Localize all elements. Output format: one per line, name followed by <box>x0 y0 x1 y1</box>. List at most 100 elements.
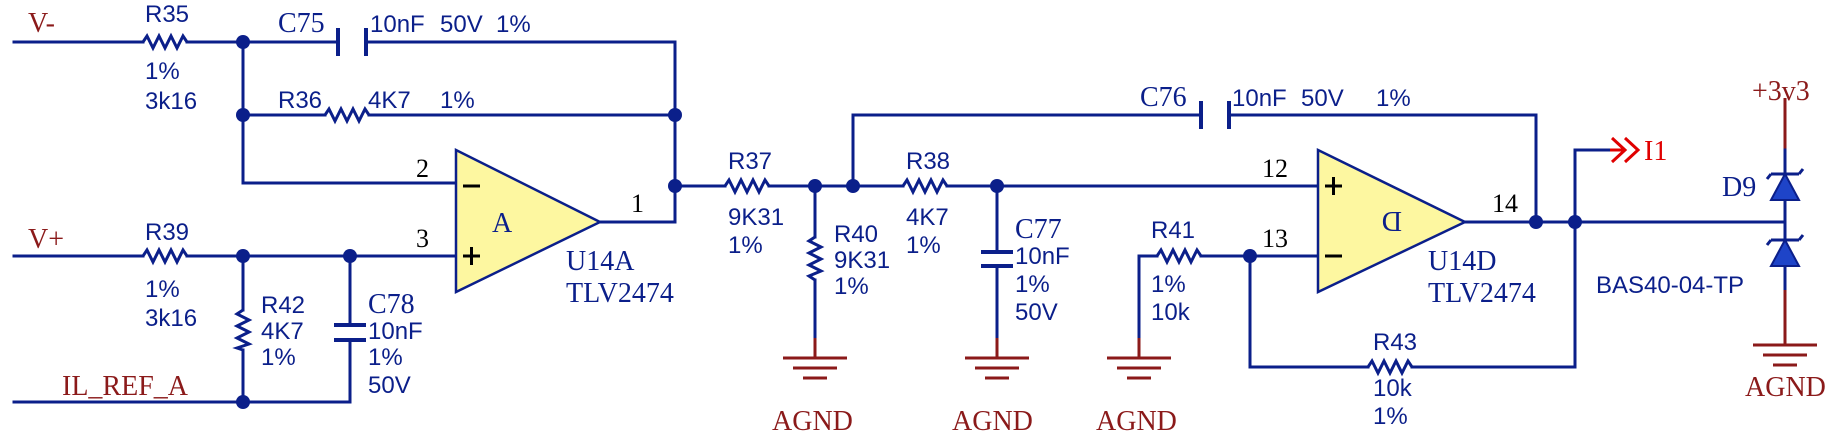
wire-r41 <box>1137 254 1320 340</box>
c76-ref: C76 <box>1140 82 1187 113</box>
junction-dot <box>846 179 860 193</box>
r40-tol: 1% <box>834 273 869 300</box>
wire-u14d-out <box>1463 148 1787 224</box>
net-label-agnd: AGND <box>772 406 853 437</box>
d9-ref-label: D9 <box>1722 172 1756 203</box>
opamp-labels: U14A TLV2474 U14D TLV2474 D9 BAS40-04-TP <box>566 172 1756 309</box>
c75-ref: C75 <box>278 8 325 39</box>
u14a-pin-1: 1 <box>631 189 644 218</box>
r42-value: 4K7 <box>261 318 304 345</box>
u14d-body <box>1316 147 1468 294</box>
c77-tol: 1% <box>1015 271 1050 298</box>
r43-symbol <box>1366 357 1414 377</box>
r39-ref: R39 <box>145 219 189 246</box>
u14d-plus-sign <box>1325 177 1342 195</box>
c78-tol: 1% <box>368 344 403 371</box>
wire-r43 <box>1248 220 1577 369</box>
r37-value: 9K31 <box>728 204 784 231</box>
junction-dot <box>343 249 357 263</box>
r40-ref: R40 <box>834 221 878 248</box>
r42-symbol <box>232 308 253 352</box>
r37-tol: 1% <box>728 232 763 259</box>
r41-ref: R41 <box>1151 217 1195 244</box>
ground-icon <box>1107 338 1171 380</box>
c76-symbol <box>1199 101 1231 129</box>
net-label-v-minus: V- <box>28 8 55 39</box>
u14d-ref-label: U14D <box>1428 246 1496 277</box>
junction-dot <box>668 179 682 193</box>
capacitor-labels: C75 10nF 50V 1% C76 10nF 50V 1% C77 10nF… <box>278 8 1411 399</box>
r43-tol: 1% <box>1373 403 1408 430</box>
u14d-part-label: TLV2474 <box>1428 278 1536 309</box>
c75-symbol <box>336 28 368 56</box>
d9-upper-triangle <box>1769 171 1801 201</box>
port-arrow-icon <box>1610 136 1641 164</box>
c76-voltage: 50V <box>1301 85 1344 112</box>
r37-ref: R37 <box>728 148 772 175</box>
resistor-labels: R35 1% 3k16 R36 4K7 1% R37 9K31 1% R38 4… <box>145 1 1417 430</box>
r40-symbol <box>805 235 825 282</box>
junction-dot <box>236 249 250 263</box>
net-label-agnd: AGND <box>952 406 1033 437</box>
diode-d9 <box>1765 168 1805 267</box>
c76-tol: 1% <box>1376 85 1411 112</box>
r43-value: 10k <box>1373 375 1413 402</box>
d9-lower-triangle <box>1769 237 1801 267</box>
r41-value: 10k <box>1151 299 1191 326</box>
r43-ref: R43 <box>1373 329 1417 356</box>
pin-numbers: 2 3 1 12 13 14 <box>416 154 1518 253</box>
net-label-v-plus: V+ <box>28 224 64 255</box>
c78-ref: C78 <box>368 289 415 320</box>
ground-symbols <box>783 338 1817 380</box>
wires <box>12 40 1787 404</box>
u14a-unit-label: A <box>492 208 513 239</box>
u14a-body <box>454 147 603 294</box>
c75-value: 10nF <box>370 11 425 38</box>
c77-symbol <box>981 250 1013 268</box>
c78-symbol <box>334 323 366 342</box>
u14a-pin-2: 2 <box>416 154 429 183</box>
c75-voltage: 50V <box>440 11 483 38</box>
d9-upper-bar <box>1765 168 1805 180</box>
c78-value: 10nF <box>368 318 423 345</box>
r36-symbol <box>323 105 371 125</box>
ground-icon <box>1753 338 1817 367</box>
c75-tol: 1% <box>496 11 531 38</box>
junction-dot <box>1529 215 1543 229</box>
r35-value: 3k16 <box>145 88 197 115</box>
r37-symbol <box>723 176 771 196</box>
c78-voltage: 50V <box>368 372 411 399</box>
junction-dot <box>1243 249 1257 263</box>
c77-ref: C77 <box>1015 214 1062 245</box>
r35-ref: R35 <box>145 1 189 28</box>
r42-ref: R42 <box>261 292 305 319</box>
port-label-i1: I1 <box>1644 136 1667 167</box>
resistor-symbols <box>141 32 1414 377</box>
c77-value: 10nF <box>1015 243 1070 270</box>
r35-tol: 1% <box>145 58 180 85</box>
r35-symbol <box>141 32 189 52</box>
net-label-il-ref-a: IL_REF_A <box>62 371 189 402</box>
r36-tol: 1% <box>440 87 475 114</box>
net-labels: V- V+ IL_REF_A +3v3 I1 AGND AGND AGND AG… <box>28 8 1826 437</box>
port-i1 <box>1610 136 1641 164</box>
u14d-unit-label: D <box>1382 205 1402 236</box>
c77-voltage: 50V <box>1015 299 1058 326</box>
r36-ref: R36 <box>278 87 322 114</box>
c76-value: 10nF <box>1232 85 1287 112</box>
r39-symbol <box>141 246 189 266</box>
junction-dot <box>990 179 1004 193</box>
u14a-part-label: TLV2474 <box>566 278 674 309</box>
junctions <box>236 35 1582 409</box>
r38-tol: 1% <box>906 232 941 259</box>
r41-tol: 1% <box>1151 271 1186 298</box>
r42-tol: 1% <box>261 344 296 371</box>
ground-icon <box>783 338 847 380</box>
junction-dot <box>1568 215 1582 229</box>
ground-icon <box>965 338 1029 380</box>
wire-r36-branch <box>241 40 677 185</box>
junction-dot <box>808 179 822 193</box>
wire-c76-branch <box>851 113 1538 224</box>
u14a-pin-3: 3 <box>416 224 429 253</box>
